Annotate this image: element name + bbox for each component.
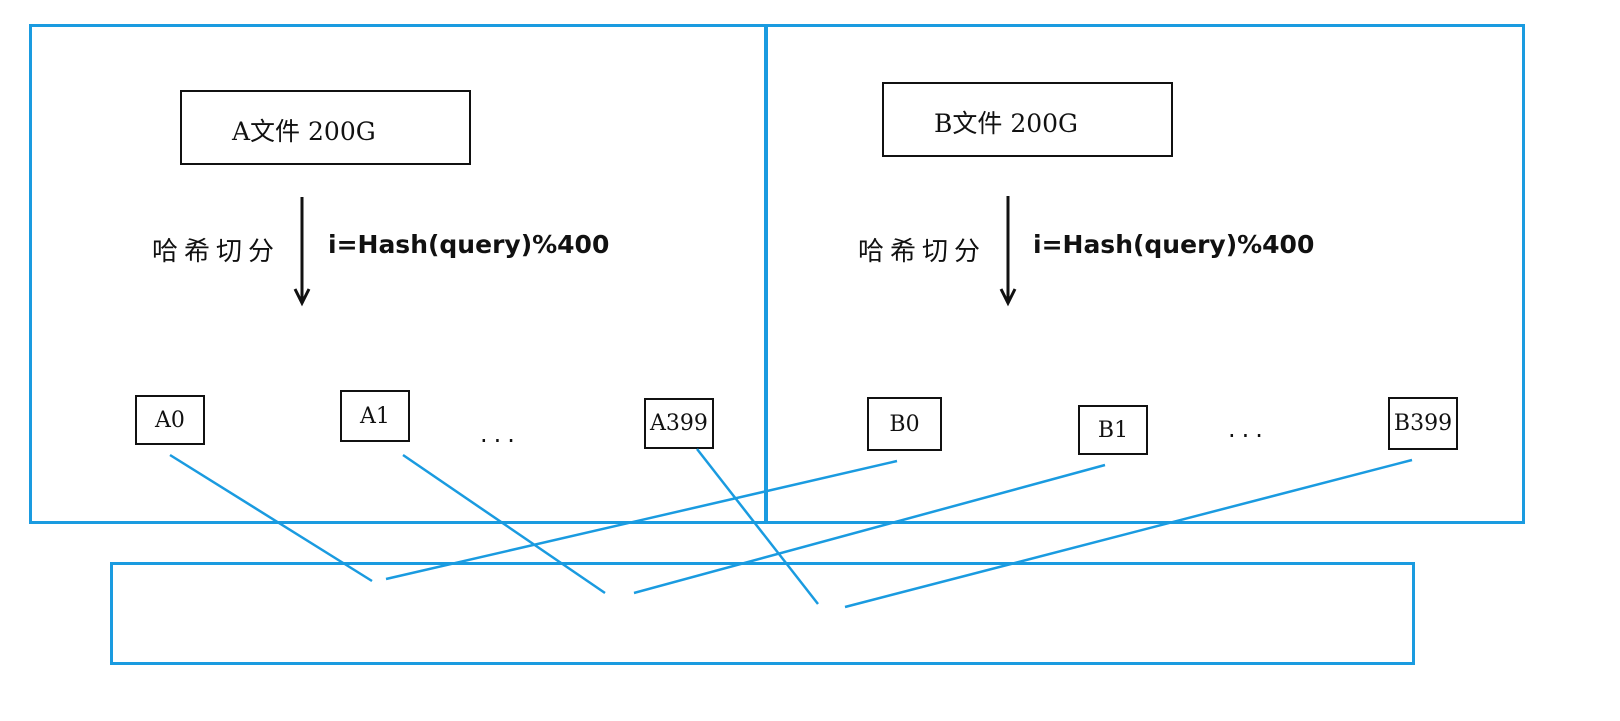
ellipsis-a: ... [480, 420, 521, 448]
split-label-a: 哈希切分 [152, 237, 281, 267]
connector-b0 [385, 459, 898, 581]
connector-a399 [696, 448, 819, 605]
panel-b-frame [764, 24, 1525, 524]
formula-a: i=Hash(query)%400 [328, 230, 610, 259]
arrow-down-a [293, 197, 311, 307]
merge-box [110, 562, 1415, 665]
ellipsis-b: ... [1228, 415, 1269, 443]
file-b-label: B文件 200G [934, 109, 1079, 138]
connector-a0 [169, 453, 373, 583]
bucket-b0: B0 [867, 397, 942, 451]
bucket-b1: B1 [1078, 405, 1148, 455]
file-a-label: A文件 200G [232, 117, 376, 146]
bucket-a399: A399 [644, 398, 714, 449]
file-b-box: B文件 200G [882, 82, 1173, 157]
connector-b399 [844, 458, 1413, 609]
formula-b: i=Hash(query)%400 [1033, 230, 1315, 259]
split-label-b: 哈希切分 [858, 237, 987, 267]
arrow-down-b [999, 196, 1017, 307]
bucket-a0: A0 [135, 395, 205, 445]
connector-a1 [402, 453, 606, 595]
bucket-b399: B399 [1388, 397, 1458, 450]
bucket-a1: A1 [340, 390, 410, 442]
file-a-box: A文件 200G [180, 90, 471, 165]
connector-b1 [633, 463, 1106, 595]
